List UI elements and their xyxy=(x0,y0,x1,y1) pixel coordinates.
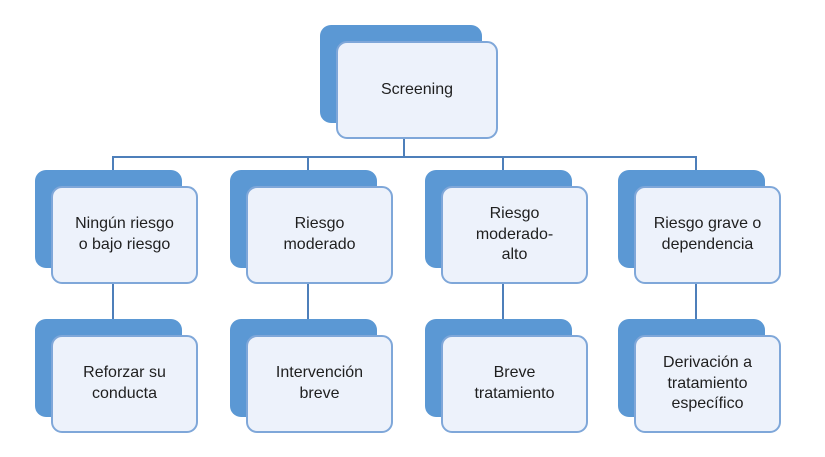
node-label: Riesgo moderado-alto xyxy=(475,204,554,264)
node-face: Reforzar su conducta xyxy=(51,335,198,433)
node-risk-moderate: Riesgo moderado xyxy=(230,170,393,284)
node-label: Derivación a tratamiento específico xyxy=(663,353,752,413)
node-face: Ningún riesgo o bajo riesgo xyxy=(51,186,198,284)
node-label: Intervención breve xyxy=(275,364,364,402)
connector-drop-4 xyxy=(695,156,697,170)
connector-trunk xyxy=(112,156,697,158)
node-face: Breve tratamiento xyxy=(441,335,588,433)
node-screening: Screening xyxy=(320,25,498,139)
node-risk-severe-dependence: Riesgo grave o dependencia xyxy=(618,170,781,284)
connector-drop-1 xyxy=(112,156,114,170)
node-face: Riesgo moderado-alto xyxy=(441,186,588,284)
node-face: Riesgo moderado xyxy=(246,186,393,284)
node-action-specific-treatment: Derivación a tratamiento específico xyxy=(618,319,781,433)
node-label: Riesgo moderado xyxy=(283,215,356,253)
connector-mid-4 xyxy=(695,283,697,320)
node-action-reinforce: Reforzar su conducta xyxy=(35,319,198,433)
connector-mid-1 xyxy=(112,283,114,320)
node-action-brief-intervention: Intervención breve xyxy=(230,319,393,433)
node-label: Screening xyxy=(380,80,454,98)
node-risk-moderate-high: Riesgo moderado-alto xyxy=(425,170,588,284)
node-label: Reforzar su conducta xyxy=(83,364,166,402)
node-face: Screening xyxy=(336,41,498,139)
node-face: Derivación a tratamiento específico xyxy=(634,335,781,433)
node-label: Ningún riesgo o bajo riesgo xyxy=(75,215,174,253)
connector-drop-3 xyxy=(502,156,504,170)
connector-mid-3 xyxy=(502,283,504,320)
node-label: Breve tratamiento xyxy=(474,364,555,402)
node-face: Riesgo grave o dependencia xyxy=(634,186,781,284)
connector-root-stub xyxy=(403,138,405,158)
connector-mid-2 xyxy=(307,283,309,320)
node-action-brief-treatment: Breve tratamiento xyxy=(425,319,588,433)
connector-drop-2 xyxy=(307,156,309,170)
node-label: Riesgo grave o dependencia xyxy=(653,215,762,253)
node-risk-none-or-low: Ningún riesgo o bajo riesgo xyxy=(35,170,198,284)
node-face: Intervención breve xyxy=(246,335,393,433)
